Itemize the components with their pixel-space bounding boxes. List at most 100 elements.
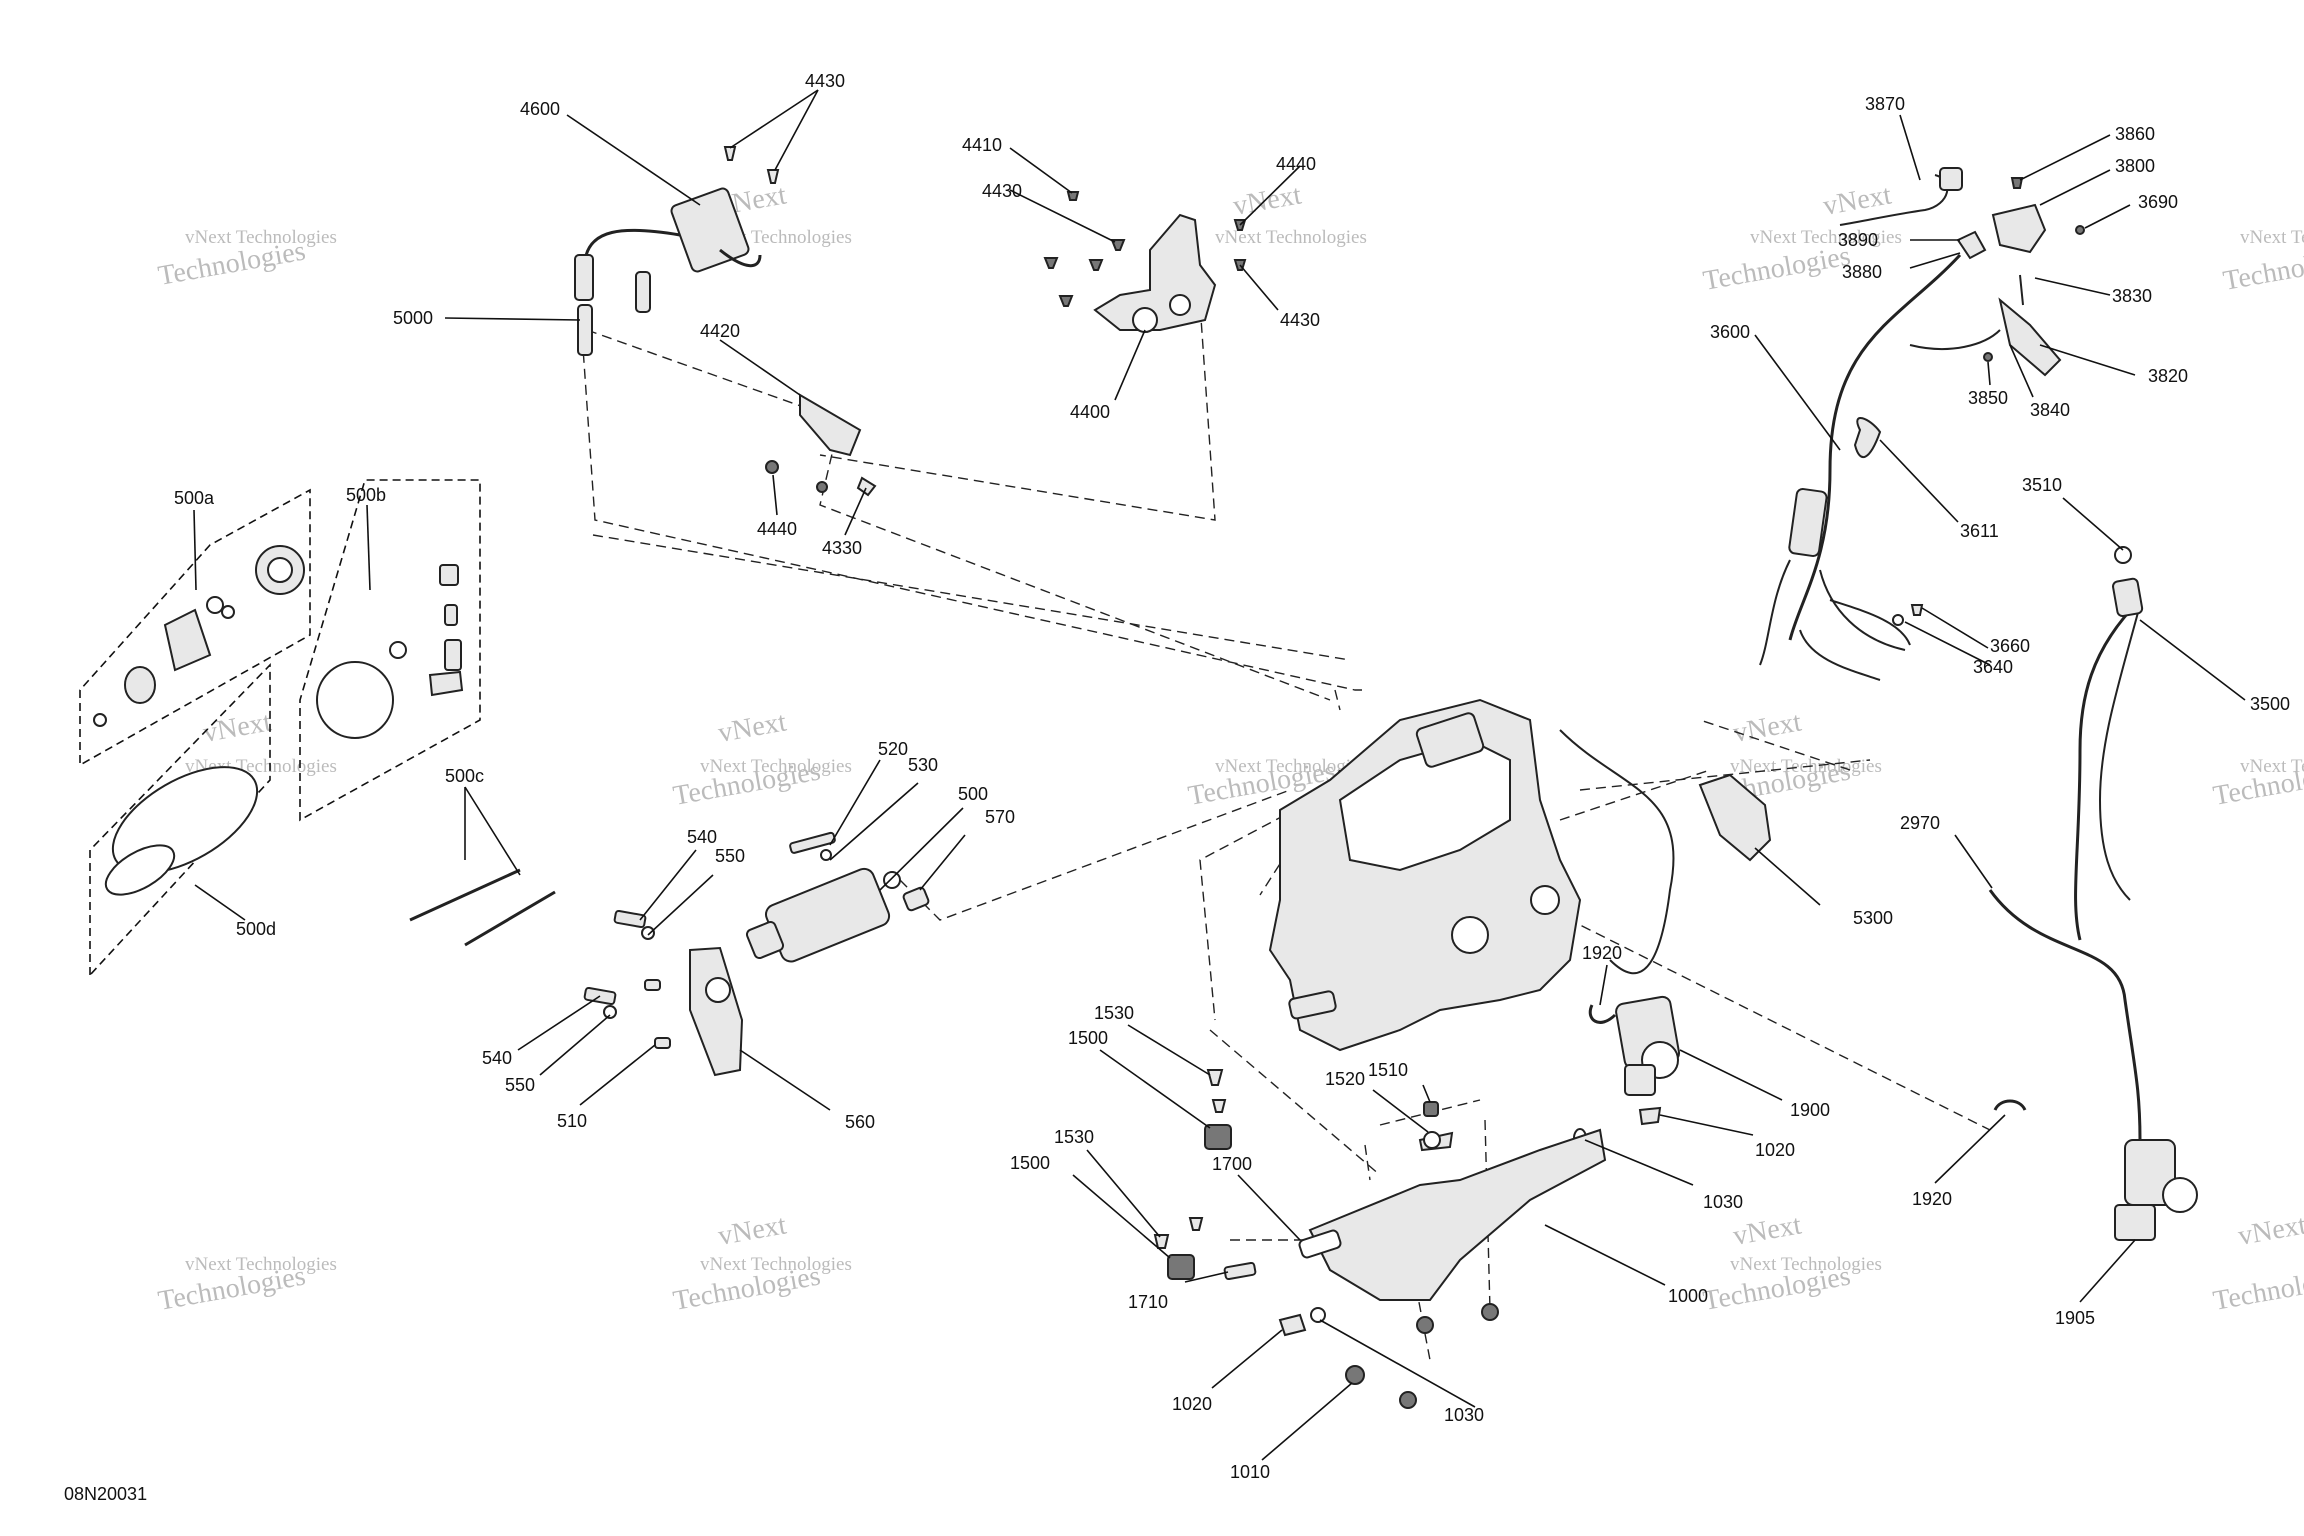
callout-5300: 5300 <box>1853 908 1893 928</box>
ring-plate <box>316 661 394 739</box>
watermark: vNext vNext Technologies Technologies <box>671 1209 852 1316</box>
callout-1500: 1500 <box>1068 1028 1108 1048</box>
callout-1700: 1700 <box>1212 1154 1252 1174</box>
callout-1500b: 1500 <box>1010 1153 1050 1173</box>
callout-540b: 540 <box>482 1048 512 1068</box>
bolt-1020 <box>1278 1313 1307 1337</box>
assembly-guide-lines <box>579 274 1991 1361</box>
watermark-text: vNext Technologies <box>185 227 337 248</box>
nut-4440 <box>765 460 779 474</box>
mount-1500b <box>1167 1254 1195 1280</box>
watermark-text: vNext <box>2236 1209 2304 1251</box>
watermark-text: vNext Technologies <box>2240 756 2304 777</box>
cover-5300 <box>1698 773 1772 862</box>
nut-3510 <box>2114 546 2132 564</box>
spark-plug <box>577 304 593 356</box>
callout-500b: 500b <box>346 485 386 505</box>
callout-4330: 4330 <box>822 538 862 558</box>
screw-1530b <box>1153 1234 1170 1249</box>
bracket-4420 <box>799 393 862 457</box>
washer-1030b <box>1310 1307 1326 1323</box>
choke-cable <box>2074 546 2144 941</box>
nut-1010d <box>1399 1391 1417 1409</box>
nut-1010b <box>1481 1303 1499 1321</box>
callout-3840: 3840 <box>2030 400 2070 420</box>
watermark: vNext vNext Technologies Technologies <box>1701 1209 1882 1316</box>
callout-4420: 4420 <box>700 321 740 341</box>
engine-support-1000 <box>1298 1128 1607 1301</box>
screw <box>1043 257 1059 269</box>
watermark-text: vNext Technologies <box>1215 756 1367 777</box>
callout-1000: 1000 <box>1668 1286 1708 1306</box>
callout-510: 510 <box>557 1111 587 1131</box>
watermark-text: Technologies <box>1701 241 1853 297</box>
watermark-text: Technologies <box>2211 1261 2304 1317</box>
screw-3660 <box>1910 604 1924 616</box>
callout-1530: 1530 <box>1094 1003 1134 1023</box>
callout-3660: 3660 <box>1990 636 2030 656</box>
watermark: vNext Technologies <box>2211 1209 2304 1316</box>
parts <box>93 146 2198 1409</box>
diagram-code: 08N20031 <box>64 1484 147 1504</box>
box-500b <box>299 479 481 822</box>
leader-lines <box>193 89 2246 1461</box>
callout-4430c: 4430 <box>1280 310 1320 330</box>
callout-1905: 1905 <box>2055 1308 2095 1328</box>
watermark-text: vNext <box>716 706 789 748</box>
callout-500d: 500d <box>236 919 276 939</box>
callout-500a: 500a <box>174 488 215 508</box>
callout-3640: 3640 <box>1973 657 2013 677</box>
callout-3510: 3510 <box>2022 475 2062 495</box>
bolt-500c-a <box>409 868 521 922</box>
callout-3820: 3820 <box>2148 366 2188 386</box>
screw-510 <box>644 979 661 991</box>
callout-3690: 3690 <box>2138 192 2178 212</box>
watermark: vNext Technologies Technologies <box>2211 756 2304 812</box>
callout-1020: 1020 <box>1755 1140 1795 1160</box>
callout-4440b: 4440 <box>1276 154 1316 174</box>
nut-1510 <box>1423 1101 1439 1117</box>
callout-560: 560 <box>845 1112 875 1132</box>
watermark-text: vNext Technologies <box>185 1254 337 1275</box>
watermark-text: vNext <box>1731 1209 1804 1251</box>
screw-4430a <box>723 146 737 161</box>
washer-3640 <box>1892 614 1904 626</box>
callout-labels: 4430 4600 5000 4420 4440 4330 4410 4430 … <box>64 71 2290 1504</box>
watermark: vNext vNext Technologies <box>185 706 337 777</box>
callout-3880: 3880 <box>1842 262 1882 282</box>
clip-4330 <box>856 476 877 497</box>
callout-530: 530 <box>908 755 938 775</box>
watermark: vNext vNext Technologies Technologies <box>671 706 852 811</box>
callout-520: 520 <box>878 739 908 759</box>
engine-block <box>1268 698 1675 1052</box>
watermark-text: vNext Technologies <box>2240 227 2304 248</box>
callout-550b: 550 <box>505 1075 535 1095</box>
throttle-assembly <box>1759 167 2085 681</box>
screw <box>1088 259 1104 271</box>
callout-1030b: 1030 <box>1444 1405 1484 1425</box>
callout-4400: 4400 <box>1070 402 1110 422</box>
callout-3500: 3500 <box>2250 694 2290 714</box>
watermark: vNext Technologies Technologies <box>156 1254 337 1317</box>
callout-1020b: 1020 <box>1172 1394 1212 1414</box>
watermark: vNext Technologies vNext <box>1215 179 1367 248</box>
callout-1010: 1010 <box>1230 1462 1270 1482</box>
callout-540: 540 <box>687 827 717 847</box>
bushing-1710 <box>1223 1261 1257 1281</box>
watermark-text: vNext <box>1231 179 1304 221</box>
o-ring-small <box>104 844 176 896</box>
watermark-text: vNext <box>716 1209 789 1251</box>
callout-4430: 4430 <box>805 71 845 91</box>
callout-3611: 3611 <box>1960 521 1999 541</box>
screw <box>1058 295 1074 307</box>
clamp-1920 <box>1588 1004 1617 1024</box>
watermark-text: vNext Technologies <box>700 756 852 777</box>
washer-550b <box>603 1005 617 1019</box>
watermark-text: Technologies <box>2221 241 2304 297</box>
carburetor-1905 <box>1988 889 2198 1241</box>
screw-3690 <box>2075 225 2085 235</box>
clip-3611 <box>1853 417 1882 459</box>
starter-motor <box>745 867 901 963</box>
nut-4440b <box>816 481 828 493</box>
